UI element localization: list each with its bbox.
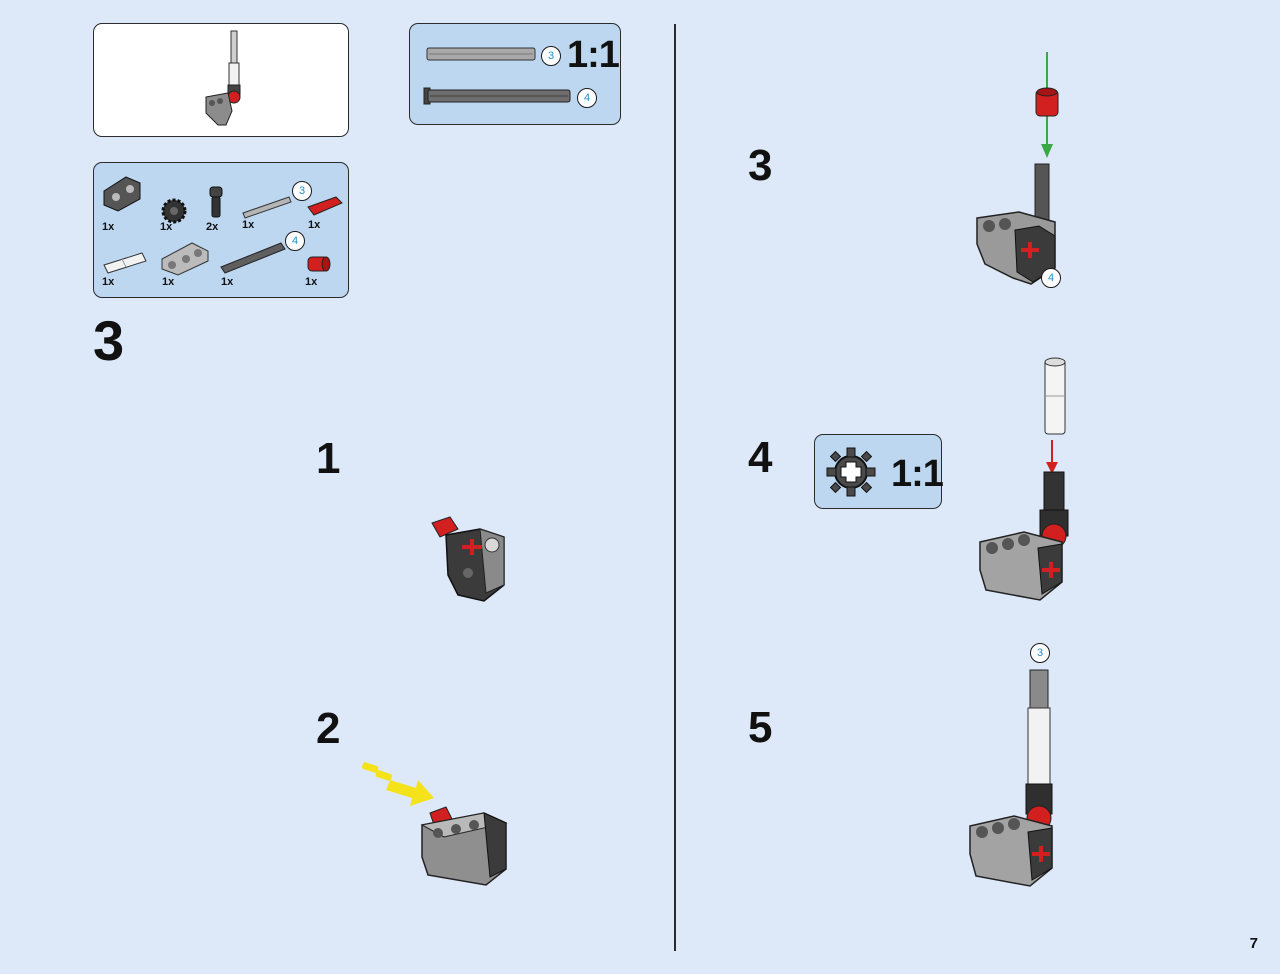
part-qty: 1x (102, 276, 115, 288)
yellow-direction-arrow (361, 762, 434, 806)
connector-block-icon (103, 176, 141, 212)
page-number: 7 (1249, 935, 1258, 952)
column-divider (674, 24, 676, 951)
axle-3-callout: 3 (292, 181, 312, 201)
axle-4-callout: 4 (285, 231, 305, 251)
step-1-assembly-icon (431, 516, 505, 602)
axle-4-callout: 4 (1041, 268, 1061, 288)
axle-3-callout: 3 (541, 46, 561, 66)
part-qty: 1x (221, 276, 234, 288)
step-number: 2 (316, 704, 341, 753)
white-pin-icon (1044, 357, 1066, 435)
model-preview-panel (93, 23, 349, 137)
axle-3-icon (426, 47, 536, 61)
step-number: 5 (748, 703, 773, 752)
white-pin-icon (103, 252, 147, 274)
axle-4-callout: 4 (577, 88, 597, 108)
gear-icon (826, 447, 876, 497)
axle-scale-box: 3 4 1:1 (409, 23, 621, 125)
step-5-assembly-icon (969, 669, 1053, 887)
part-qty: 1x (102, 221, 115, 233)
scale-ratio: 1:1 (891, 453, 944, 495)
part-qty: 1x (242, 219, 255, 231)
double-beam-icon (161, 242, 209, 276)
step-number: 1 (316, 434, 341, 483)
axle-4-icon (423, 87, 571, 105)
completed-subassembly-icon (205, 30, 241, 126)
part-qty: 1x (162, 276, 175, 288)
red-bush-icon (1035, 87, 1059, 117)
gear-scale-box: 1:1 (814, 434, 944, 509)
step-4-assembly-icon (979, 471, 1069, 601)
red-axle-pin-icon (307, 196, 343, 216)
step-2-assembly-icon (420, 806, 508, 886)
gear-icon (161, 198, 187, 224)
red-bush-icon (307, 256, 331, 272)
step-3-assembly-icon (976, 163, 1056, 285)
step-number: 4 (748, 433, 773, 482)
scale-ratio: 1:1 (567, 34, 620, 76)
part-qty: 1x (308, 219, 321, 231)
axle-3-icon (242, 196, 292, 219)
step-number: 3 (748, 141, 773, 190)
parts-list-panel: 1x 1x 2x 3 1x 1x 1x 1x 4 1x 1x (93, 162, 349, 298)
part-qty: 1x (305, 276, 318, 288)
axle-3-callout: 3 (1030, 643, 1050, 663)
axle-4-icon (220, 242, 286, 274)
part-qty: 2x (206, 221, 219, 233)
part-qty: 1x (160, 221, 173, 233)
subassembly-step-number: 3 (93, 309, 125, 372)
angle-connector-icon (209, 186, 223, 218)
red-insert-arrow (1046, 440, 1058, 474)
